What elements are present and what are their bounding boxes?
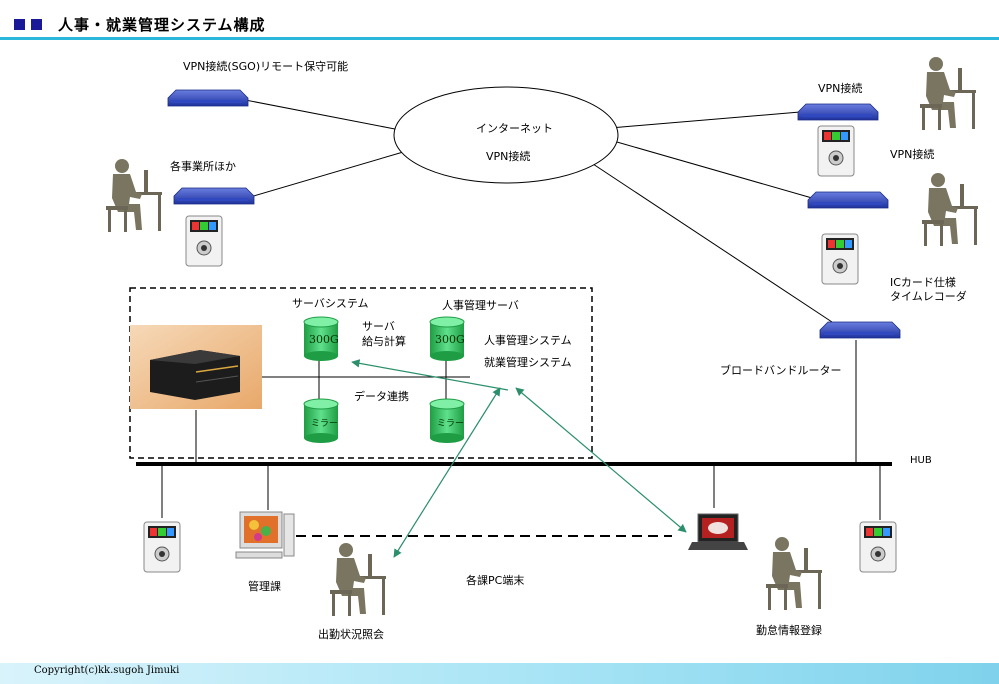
vpn-router-icon — [167, 89, 249, 107]
person-at-desk-icon — [766, 537, 822, 610]
hr-system-label: 人事管理システム — [484, 334, 572, 347]
person-at-desk-icon — [330, 543, 386, 616]
ic-card-label: ICカード仕様 — [890, 276, 956, 289]
hr-server-label: 人事管理サーバ — [442, 299, 519, 312]
footer-bar — [0, 663, 999, 684]
mirror-label: ミラー — [437, 419, 465, 429]
time-recorder-icon — [185, 215, 223, 267]
page-title: 人事・就業管理システム構成 — [58, 16, 266, 34]
branch-label: 各事業所ほか — [170, 160, 236, 173]
copyright-text: Copyright(c)kk.sugoh Jimuki — [34, 665, 180, 676]
header-square-icon — [31, 19, 42, 30]
vpn-remote-label: VPN接続(SGO)リモート保守可能 — [183, 60, 349, 73]
hub-label: HUB — [910, 455, 932, 466]
payroll-label: 給与計算 — [362, 335, 406, 348]
mirror-label: ミラー — [311, 419, 339, 429]
vpn-router-icon — [173, 187, 255, 205]
vpn-right-top-label: VPN接続 — [818, 82, 863, 95]
server-label: サーバ — [362, 320, 395, 333]
broadband-router-icon — [819, 321, 901, 339]
work-system-label: 就業管理システム — [484, 356, 572, 369]
data-link-label: データ連携 — [354, 390, 409, 403]
disk-capacity-label: 300G — [309, 333, 339, 346]
person-at-desk-icon — [106, 159, 162, 232]
disk-icon — [429, 316, 465, 361]
broadband-router-label: ブロードバンドルーター — [720, 364, 842, 377]
internet-vpn-label: VPN接続 — [486, 150, 531, 163]
internet-label: インターネット — [476, 122, 553, 135]
desktop-pc-icon — [235, 511, 295, 559]
header-square-icon — [14, 19, 25, 30]
person-at-desk-icon — [920, 57, 976, 130]
mirror-disk-icon — [303, 398, 339, 443]
server-photo-icon — [130, 325, 262, 409]
disk-icon — [303, 316, 339, 361]
mgmt-dept-label: 管理課 — [248, 580, 281, 593]
laptop-icon — [688, 513, 748, 550]
time-recorder-icon — [143, 521, 181, 573]
attendance-query-label: 出勤状況照会 — [318, 628, 384, 641]
person-at-desk-icon — [922, 173, 978, 246]
server-system-label: サーバシステム — [292, 297, 369, 310]
time-recorder-icon — [821, 233, 859, 285]
vpn-router-icon — [807, 191, 889, 209]
vpn-right-mid-label: VPN接続 — [890, 148, 935, 161]
time-recorder-icon — [859, 521, 897, 573]
time-recorder-label: タイムレコーダ — [890, 290, 967, 303]
vpn-router-icon — [797, 103, 879, 121]
disk-capacity-label: 300G — [435, 333, 465, 346]
time-recorder-icon — [817, 125, 855, 177]
work-info-entry-label: 勤怠情報登録 — [756, 624, 822, 637]
dept-pc-label: 各課PC端末 — [466, 574, 525, 587]
